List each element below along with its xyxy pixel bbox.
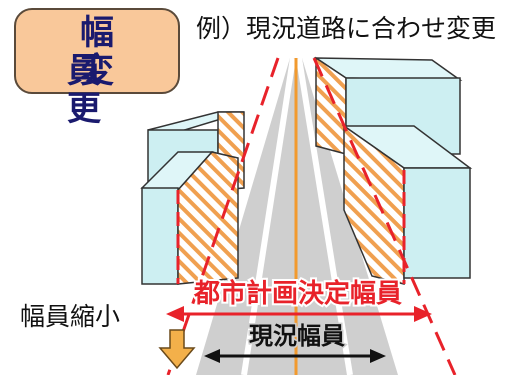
planned-width-label: 都市計画決定幅員 — [193, 278, 402, 309]
badge-line-1: 幅 員 — [67, 13, 200, 91]
current-width-label: 現況幅員 — [249, 322, 345, 350]
reduction-down-arrow — [158, 329, 196, 370]
lane-line-right — [296, 57, 353, 375]
example-caption: 例）現況道路に合わせ変更 — [196, 14, 497, 43]
building-right-front — [341, 124, 473, 285]
width-reduction-label: 幅員縮小 — [20, 302, 121, 331]
planned-line-right — [312, 57, 457, 375]
badge-line-2: 変 更 — [67, 51, 200, 129]
planned-line-left — [166, 57, 280, 375]
planned-width-arrow — [166, 306, 432, 322]
width-change-badge: 幅 員 変 更 — [14, 8, 200, 128]
lane-line-left — [241, 57, 296, 375]
current-width-arrow — [204, 349, 386, 363]
building-left-front — [140, 151, 239, 285]
